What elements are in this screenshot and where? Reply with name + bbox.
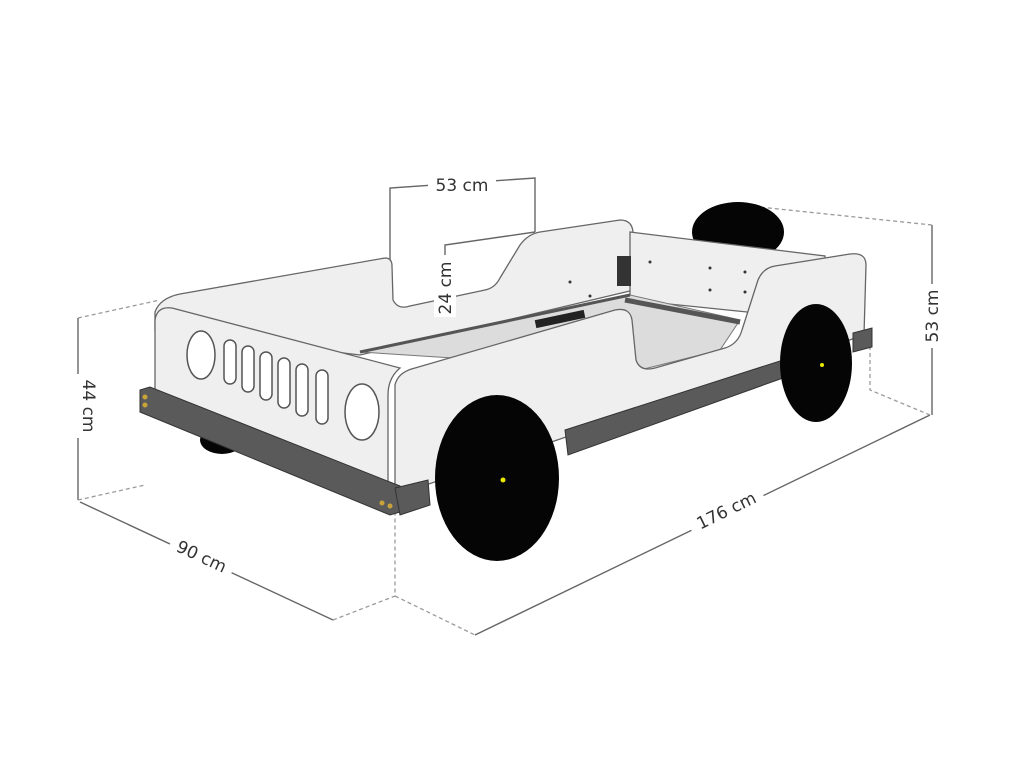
screw-holes bbox=[568, 260, 792, 298]
length-label: 176 cm bbox=[694, 488, 760, 534]
rear-end-block bbox=[852, 327, 873, 353]
far-side-panel bbox=[154, 219, 635, 356]
headlight-left bbox=[186, 330, 216, 380]
grille-slots bbox=[223, 339, 329, 425]
front-end-block bbox=[394, 479, 431, 516]
rear-near-wheel bbox=[780, 304, 852, 422]
wheel-hub bbox=[500, 477, 506, 483]
backrest-width-label: 53 cm bbox=[436, 176, 489, 196]
bolt bbox=[142, 394, 148, 400]
bolt bbox=[387, 503, 393, 509]
front-height-label: 44 cm bbox=[78, 380, 98, 433]
side-bracket bbox=[617, 256, 631, 286]
bolt bbox=[379, 500, 385, 506]
rear-height-label: 53 cm bbox=[923, 290, 943, 343]
bolt bbox=[142, 402, 148, 408]
width-label: 90 cm bbox=[173, 537, 229, 578]
backrest-height-label: 24 cm bbox=[436, 262, 456, 315]
headlight-right bbox=[344, 383, 380, 441]
front-near-wheel bbox=[435, 395, 559, 561]
slat-bracket bbox=[534, 309, 586, 329]
wheel-hub bbox=[820, 363, 824, 367]
